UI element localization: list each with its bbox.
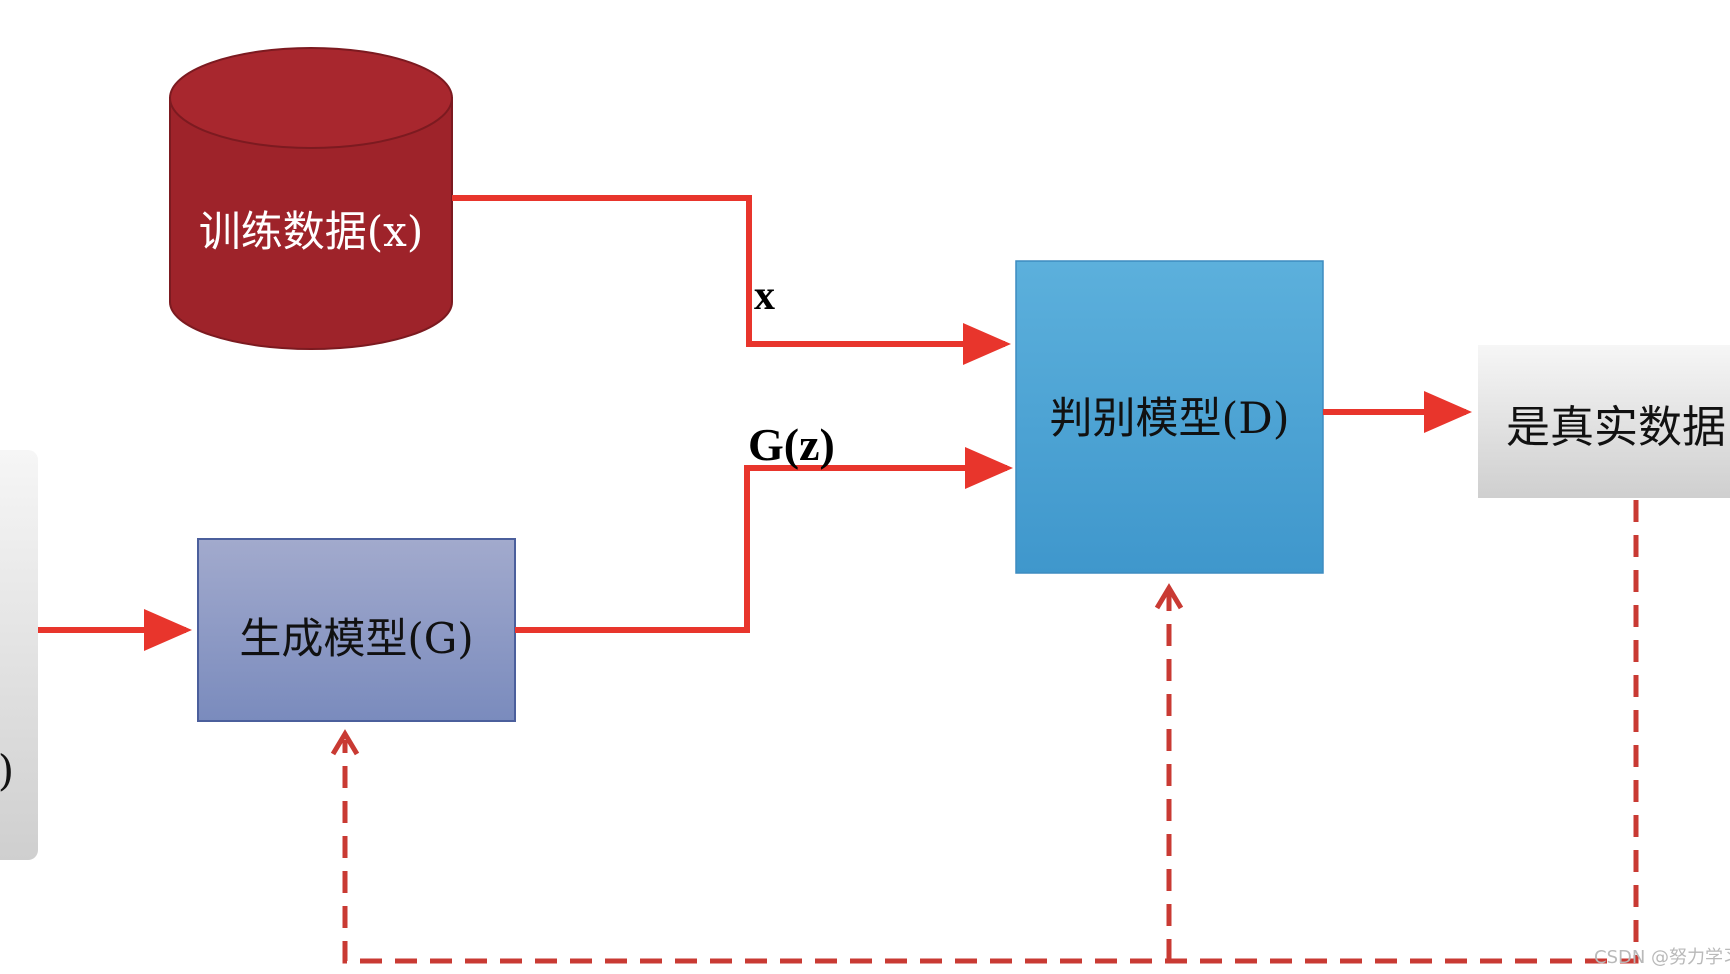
discriminator-box (1015, 260, 1324, 574)
discriminator-label: 判别模型(D) (1049, 394, 1290, 444)
output-label: 是真实数据 (1506, 402, 1726, 453)
generator-label: 生成模型(G) (239, 613, 474, 663)
real-sample-edge-label: x (754, 273, 775, 319)
training-data-label: 训练数据(x) (198, 206, 424, 256)
noise-label-fragment: ) (0, 740, 16, 800)
arrow-generator-to-discriminator (515, 447, 1013, 633)
output-box (1478, 345, 1730, 498)
noise-input-box (0, 450, 38, 860)
arrow-real-data-to-discriminator (452, 195, 1011, 365)
feedback-path (342, 500, 1639, 964)
feedback-arrowheads (330, 583, 1184, 756)
generated-sample-edge-label: G(z) (748, 419, 835, 470)
csdn-watermark: CSDN @努力学习 (1594, 947, 1730, 968)
training-data-cylinder (169, 47, 453, 350)
